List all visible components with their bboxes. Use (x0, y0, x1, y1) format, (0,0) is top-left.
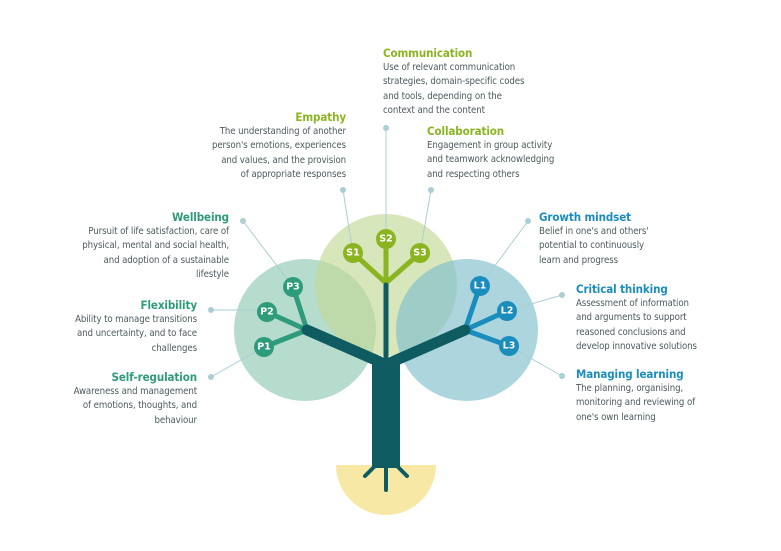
node-l1: L1 (470, 276, 490, 296)
collaboration-desc: Engagement in group activity and teamwor… (427, 140, 555, 180)
wellbeing-block: Wellbeing Pursuit of life satisfaction, … (82, 210, 229, 283)
growth-mindset-title: Growth mindset (539, 210, 631, 224)
svg-text:L3: L3 (503, 341, 516, 352)
flexibility-desc: Ability to manage transitions and uncert… (75, 314, 197, 354)
leader-lines (208, 125, 565, 380)
communication-title: Communication (383, 46, 473, 60)
critical-thinking-desc: Assessment of information and arguments … (576, 298, 697, 353)
svg-text:S3: S3 (413, 248, 426, 259)
growth-mindset-desc: Belief in one's and others' potential to… (539, 226, 649, 266)
wellbeing-title: Wellbeing (172, 210, 229, 224)
critical-thinking-title: Critical thinking (576, 282, 668, 296)
svg-text:P1: P1 (257, 342, 271, 353)
node-s3: S3 (410, 243, 430, 263)
svg-text:L2: L2 (501, 306, 514, 317)
empathy-desc: The understanding of another person's em… (211, 126, 346, 181)
self-regulation-title: Self-regulation (111, 370, 198, 384)
node-p3: P3 (283, 277, 303, 297)
empathy-block: Empathy The understanding of another per… (212, 110, 346, 183)
svg-text:P3: P3 (286, 282, 300, 293)
node-p2: P2 (257, 302, 277, 322)
communication-desc: Use of relevant communication strategies… (383, 62, 525, 117)
critical-thinking-block: Critical thinking Assessment of informat… (576, 282, 697, 355)
managing-learning-desc: The planning, organising, monitoring and… (576, 383, 696, 423)
svg-text:L1: L1 (474, 281, 487, 292)
growth-mindset-block: Growth mindset Belief in one's and other… (539, 210, 649, 268)
svg-text:S1: S1 (346, 248, 359, 259)
wellbeing-desc: Pursuit of life satisfaction, care of ph… (82, 226, 229, 281)
managing-learning-title: Managing learning (576, 367, 684, 381)
trunk (301, 282, 471, 492)
svg-text:P2: P2 (260, 307, 274, 318)
flexibility-title: Flexibility (140, 298, 198, 312)
empathy-title: Empathy (295, 110, 346, 124)
self-regulation-block: Self-regulation Awareness and management… (73, 370, 198, 428)
flexibility-block: Flexibility Ability to manage transition… (75, 298, 197, 356)
collaboration-block: Collaboration Engagement in group activi… (427, 124, 554, 182)
collaboration-title: Collaboration (427, 124, 505, 138)
node-s2: S2 (376, 229, 396, 249)
self-regulation-desc: Awareness and management of emotions, th… (73, 386, 198, 426)
node-p1: P1 (254, 337, 274, 357)
managing-learning-block: Managing learning The planning, organisi… (576, 367, 695, 425)
communication-block: Communication Use of relevant communicat… (383, 46, 524, 119)
node-l2: L2 (497, 301, 517, 321)
svg-text:S2: S2 (379, 234, 392, 245)
node-s1: S1 (343, 243, 363, 263)
node-l3: L3 (499, 336, 519, 356)
